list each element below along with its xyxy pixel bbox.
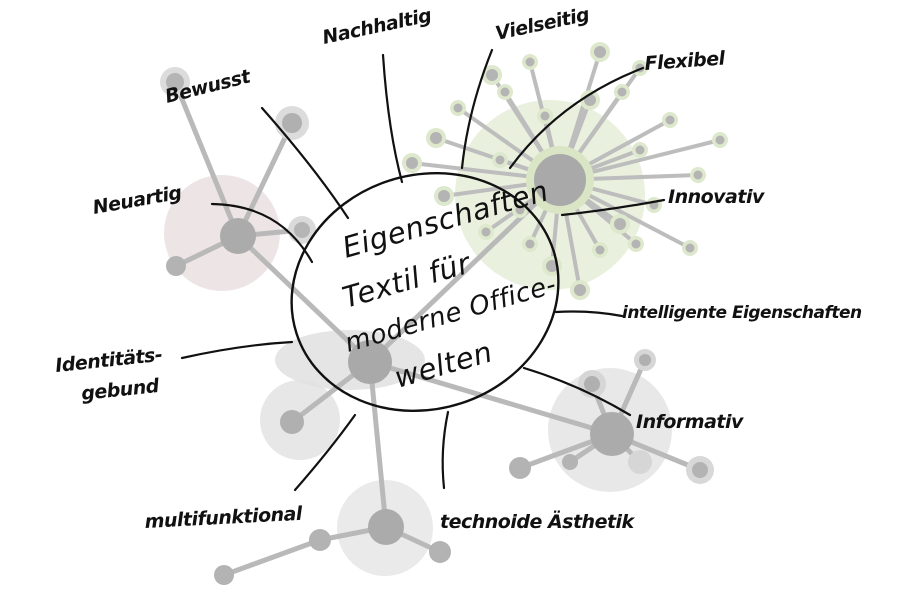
network-node: [590, 412, 634, 456]
starburst-node: [500, 87, 510, 97]
connector-vielseitig: [460, 48, 494, 170]
network-node: [368, 509, 404, 545]
network-node: [562, 454, 578, 470]
label-nachhaltig: Nachhaltig: [320, 4, 433, 49]
network-node: [309, 529, 331, 551]
network-node: [166, 73, 184, 91]
network-edge: [367, 359, 615, 437]
starburst-node: [594, 46, 606, 58]
starburst-node: [525, 239, 535, 249]
starburst-node: [617, 87, 627, 97]
connector-multifunktional: [293, 413, 357, 492]
starburst-node: [495, 155, 505, 165]
connector-technoide: [441, 410, 450, 490]
network-node: [220, 218, 256, 254]
starburst-node: [665, 115, 675, 125]
connector-neuartig: [210, 202, 314, 264]
label-flexibel: Flexibel: [644, 47, 726, 75]
network-node: [166, 256, 186, 276]
label-intelligente: intelligente Eigenschaften: [622, 303, 862, 323]
center-ellipse: [290, 171, 560, 413]
starburst-node: [595, 245, 605, 255]
network-edge: [235, 233, 373, 365]
starburst-node: [486, 69, 498, 81]
starburst-node: [715, 135, 725, 145]
starburst-hub: [534, 154, 586, 206]
label-multifunktional: multifunktional: [144, 503, 303, 533]
starburst-node: [481, 227, 491, 237]
network-node: [639, 354, 651, 366]
starburst-node: [525, 57, 535, 67]
connector-informativ: [522, 366, 632, 417]
label-identitaet-line1: Identitäts-: [54, 344, 163, 377]
starburst-node: [631, 239, 641, 249]
starburst-node: [438, 190, 450, 202]
label-identitaet-line2: gebund: [80, 375, 161, 405]
connector-flexibel: [508, 66, 645, 170]
starburst-node: [685, 243, 695, 253]
ink-connectors: [180, 48, 666, 492]
starburst-node: [430, 132, 442, 144]
starburst-node: [693, 170, 703, 180]
starburst-node: [515, 205, 525, 215]
label-vielseitig: Vielseitig: [493, 4, 591, 45]
network-node: [429, 541, 451, 563]
network-edge: [172, 79, 241, 239]
label-informativ: Informativ: [636, 411, 744, 433]
network-node: [214, 565, 234, 585]
starburst-node: [635, 145, 645, 155]
network-edge: [235, 120, 295, 239]
network-node: [584, 376, 600, 392]
network-nodes: [160, 67, 714, 585]
starburst-node: [614, 218, 626, 230]
starburst-node: [540, 111, 550, 121]
network-node: [348, 340, 392, 384]
connector-intelligente: [554, 310, 624, 318]
connector-innovativ: [560, 198, 666, 217]
network-node: [280, 410, 304, 434]
network-edge: [221, 537, 323, 578]
connector-nachhaltig: [381, 53, 404, 184]
starburst-node: [406, 157, 418, 169]
network-node: [282, 113, 302, 133]
connector-identitaet: [180, 340, 294, 360]
starburst-node: [574, 284, 586, 296]
connector-bewusst: [260, 106, 350, 220]
network-node: [692, 462, 708, 478]
network-edge: [367, 359, 389, 530]
label-technoide: technoide Ästhetik: [440, 509, 636, 533]
label-innovativ: Innovativ: [668, 186, 765, 208]
network-node: [628, 450, 652, 474]
starburst-node: [546, 260, 558, 272]
starburst-cluster: [402, 42, 728, 300]
network-node: [294, 222, 310, 238]
network-node: [509, 457, 531, 479]
starburst-node: [453, 103, 463, 113]
